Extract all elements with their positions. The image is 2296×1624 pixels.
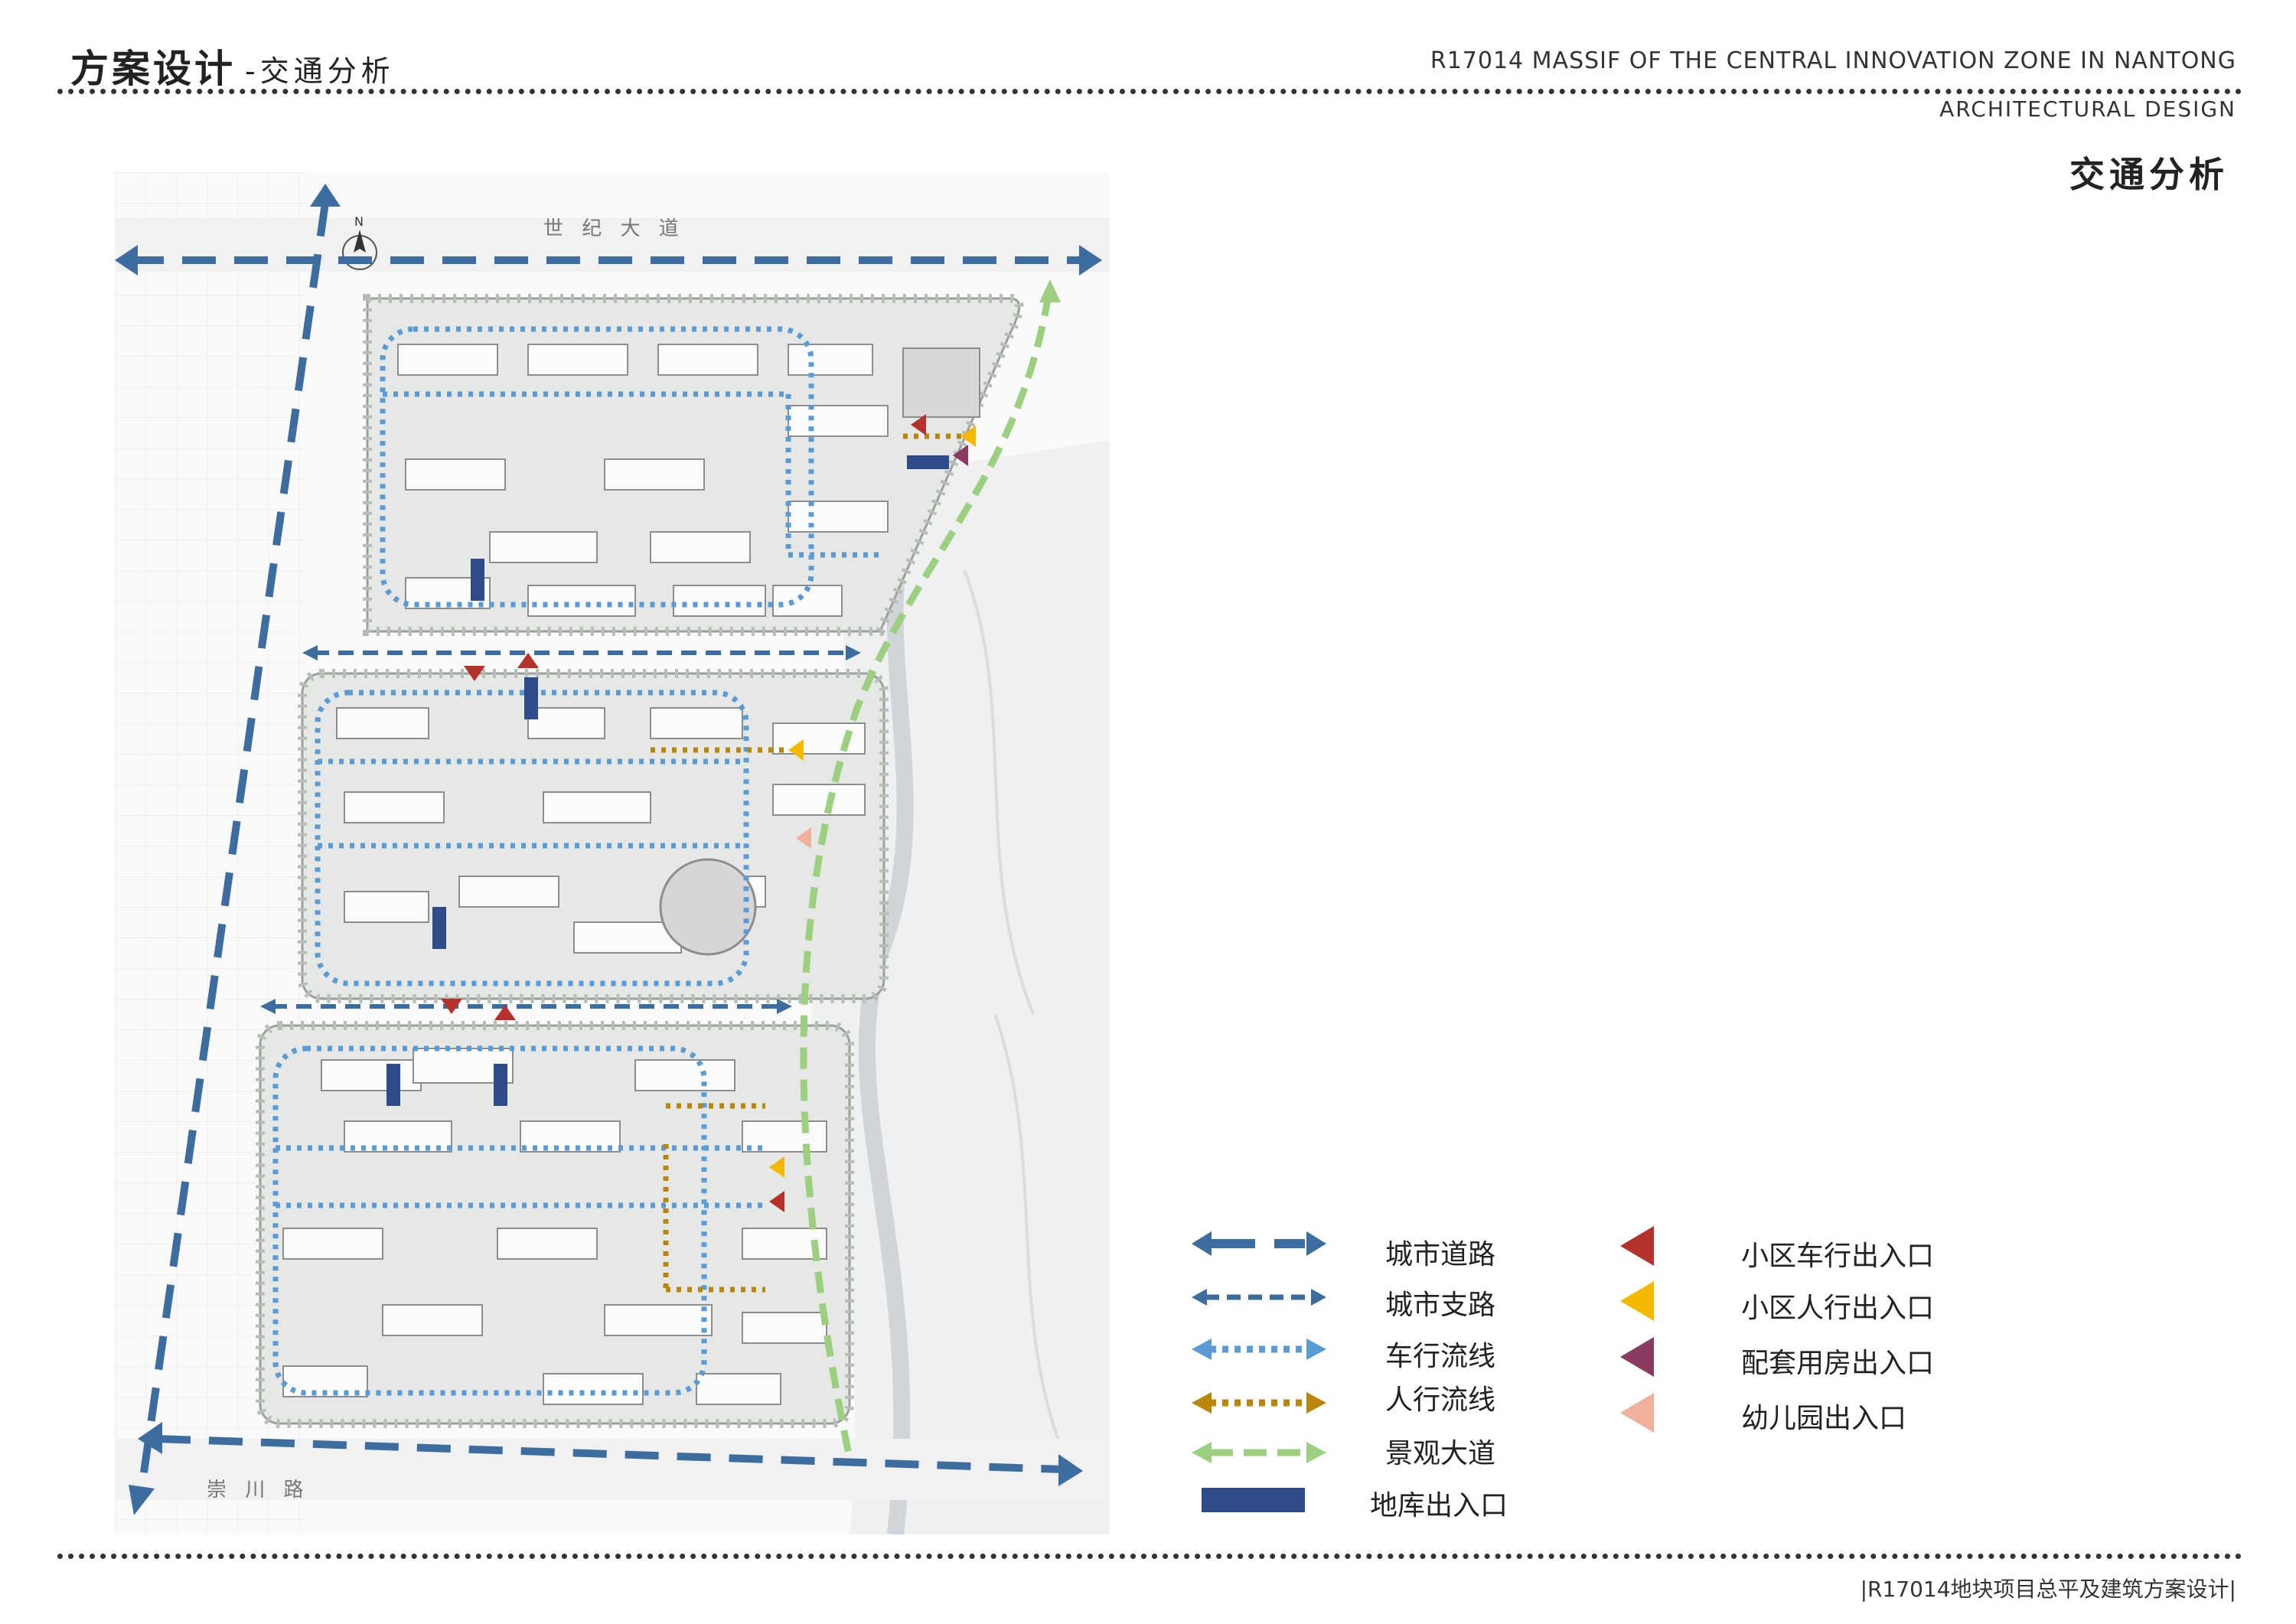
vehicle-flow-legend-icon bbox=[1192, 1339, 1326, 1360]
legend-label-landscape-avenue: 景观大道 bbox=[1385, 1438, 1496, 1469]
pedestrian-entrance-icon bbox=[960, 426, 976, 447]
vehicle-entrance-icon bbox=[769, 1191, 784, 1212]
pedestrian-entrance-icon bbox=[788, 739, 804, 761]
footer-divider bbox=[57, 1554, 2242, 1559]
landscape-avenue bbox=[800, 294, 1052, 1459]
site-plan-map: 世 纪 大 道 崇 川 路 N bbox=[115, 172, 1110, 1534]
legend-label-vehicle-flow: 车行流线 bbox=[1385, 1341, 1496, 1372]
north-label: N bbox=[354, 214, 364, 229]
entrance-markers bbox=[441, 414, 976, 1212]
footer-project-name: |R17014地块项目总平及建筑方案设计| bbox=[1860, 1577, 2236, 1602]
project-name-en: R17014 MASSIF OF THE CENTRAL INNOVATION … bbox=[1430, 47, 2236, 74]
vehicle-entrance-icon bbox=[494, 1005, 516, 1020]
branch-road-arrowheads bbox=[260, 645, 861, 1014]
buildings bbox=[282, 344, 980, 1405]
header-divider bbox=[57, 89, 2242, 94]
road-label-bottom: 崇 川 路 bbox=[207, 1479, 310, 1502]
legend-label-basement-entrance: 地库出入口 bbox=[1370, 1490, 1508, 1521]
amenity-entrance-legend-icon bbox=[1620, 1337, 1654, 1377]
vehicle-entrance-legend-icon bbox=[1620, 1226, 1654, 1266]
page-title: 方案设计 bbox=[70, 47, 236, 91]
legend-label-city-branch-road: 城市支路 bbox=[1385, 1290, 1496, 1321]
city-road-legend-icon bbox=[1192, 1231, 1326, 1256]
kindergarten-building bbox=[659, 858, 757, 956]
legend-label-pedestrian-entrance: 小区人行出入口 bbox=[1741, 1293, 1935, 1324]
legend-label-kindergarten-entrance: 幼儿园出入口 bbox=[1741, 1403, 1907, 1434]
section-title: 交通分析 bbox=[2069, 154, 2229, 195]
legend-label-pedestrian-flow: 人行流线 bbox=[1385, 1384, 1496, 1416]
vehicle-circulation bbox=[272, 326, 880, 1396]
legend-label-vehicle-entrance: 小区车行出入口 bbox=[1741, 1241, 1935, 1272]
amenity-entrance-icon bbox=[953, 445, 968, 466]
landscape-arrowhead bbox=[1039, 279, 1061, 302]
kindergarten-entrance-icon bbox=[796, 827, 811, 849]
pedestrian-entrance-legend-icon bbox=[1620, 1281, 1654, 1321]
north-arrow-icon: N bbox=[342, 214, 377, 270]
pedestrian-entrance-icon bbox=[769, 1156, 784, 1178]
city-branch-road-legend-icon bbox=[1192, 1289, 1326, 1306]
architectural-design-label: ARCHITECTURAL DESIGN bbox=[1939, 96, 2236, 122]
vehicle-entrance-icon bbox=[517, 653, 539, 668]
vehicle-entrance-icon bbox=[441, 999, 462, 1014]
page-subtitle: -交通分析 bbox=[245, 54, 395, 88]
vehicle-entrance-icon bbox=[911, 414, 926, 435]
bottom-road-surface bbox=[115, 1439, 1110, 1500]
legend-label-amenity-entrance: 配套用房出入口 bbox=[1741, 1348, 1935, 1379]
city-roads bbox=[130, 202, 1087, 1489]
kindergarten-entrance-legend-icon bbox=[1620, 1393, 1654, 1433]
legend-label-city-road: 城市道路 bbox=[1385, 1239, 1496, 1270]
city-branch-roads bbox=[272, 651, 850, 1009]
pedestrian-flow-legend-icon bbox=[1192, 1392, 1326, 1414]
basement-entrances bbox=[386, 455, 949, 1106]
road-label-top: 世 纪 大 道 bbox=[543, 217, 685, 240]
vehicle-entrance-icon bbox=[464, 666, 485, 681]
city-road-arrowheads bbox=[115, 184, 1102, 1515]
landscape-avenue-legend-icon bbox=[1192, 1442, 1326, 1463]
basement-entrance-legend-icon bbox=[1202, 1488, 1305, 1512]
